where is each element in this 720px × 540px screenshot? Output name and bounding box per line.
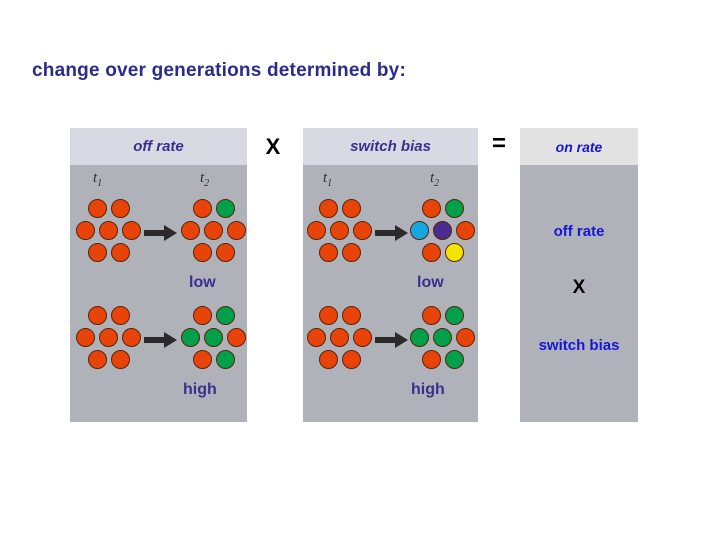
time-label-t1-p2-sub: 1: [327, 178, 333, 189]
cell-orange: [122, 328, 141, 347]
cell-orange: [353, 328, 372, 347]
cell-orange: [330, 221, 349, 240]
cell-orange: [88, 199, 107, 218]
arrow-right-icon-p2-high: [375, 332, 408, 348]
cell-orange: [319, 306, 338, 325]
cell-green: [433, 328, 452, 347]
cell-orange: [456, 328, 475, 347]
cell-orange: [76, 221, 95, 240]
cell-orange: [456, 221, 475, 240]
cell-orange: [193, 199, 212, 218]
panel-switch-bias-header-label: switch bias: [350, 138, 431, 155]
time-label-t1-p2-base: t: [323, 170, 328, 186]
cell-orange: [342, 199, 361, 218]
cell-green: [204, 328, 223, 347]
cell-orange: [319, 243, 338, 262]
cell-orange: [111, 243, 130, 262]
cell-orange: [193, 306, 212, 325]
cell-orange: [88, 350, 107, 369]
time-label-t2-p2-base: t: [430, 170, 435, 186]
cell-orange: [88, 306, 107, 325]
time-label-t2-p2: t2: [430, 170, 439, 189]
cell-orange: [342, 350, 361, 369]
cell-cluster-p1-low-after: [181, 199, 247, 265]
time-label-t2-p1: t2: [200, 170, 209, 189]
operator-equals: =: [491, 130, 506, 157]
cell-purple: [433, 221, 452, 240]
cell-green: [216, 350, 235, 369]
cell-orange: [227, 328, 246, 347]
cell-cluster-p1-high-after: [181, 306, 247, 372]
cell-orange: [99, 328, 118, 347]
time-label-t1-p1-sub: 1: [97, 178, 103, 189]
cell-orange: [330, 328, 349, 347]
caption-p2-high: high: [411, 381, 445, 398]
cell-orange: [204, 221, 223, 240]
panel-on-rate-header-label: on rate: [555, 138, 603, 155]
cell-cluster-p1-low-before: [76, 199, 142, 265]
cell-orange: [227, 221, 246, 240]
caption-p2-low: low: [417, 274, 444, 291]
cell-orange: [319, 350, 338, 369]
cell-green: [445, 199, 464, 218]
cell-green: [216, 199, 235, 218]
cell-orange: [76, 328, 95, 347]
panel-off-rate: off rate t1 t2 low high: [70, 128, 247, 422]
time-label-t1-p2: t1: [323, 170, 332, 189]
cell-orange: [122, 221, 141, 240]
cell-orange: [88, 243, 107, 262]
arrow-right-icon-p1-low: [144, 225, 177, 241]
time-label-t1-p1: t1: [93, 170, 102, 189]
cell-orange: [111, 199, 130, 218]
cell-cluster-p2-high-before: [307, 306, 373, 372]
cell-orange: [353, 221, 372, 240]
cell-yellow: [445, 243, 464, 262]
cell-orange: [342, 306, 361, 325]
cell-orange: [422, 199, 441, 218]
panel-off-rate-header-label: off rate: [133, 138, 184, 155]
cell-cyan: [410, 221, 429, 240]
cell-orange: [193, 243, 212, 262]
arrow-right-icon-p2-low: [375, 225, 408, 241]
cell-orange: [319, 199, 338, 218]
cell-orange: [422, 306, 441, 325]
cell-green: [181, 328, 200, 347]
cell-orange: [99, 221, 118, 240]
time-label-t2-p1-sub: 2: [204, 178, 210, 189]
operator-multiply: X: [265, 134, 281, 159]
time-label-t2-p1-base: t: [200, 170, 205, 186]
time-label-t1-p1-base: t: [93, 170, 98, 186]
cell-cluster-p2-low-after: [410, 199, 476, 265]
time-label-t2-p2-sub: 2: [434, 178, 440, 189]
result-operator-multiply: X: [572, 277, 586, 298]
cell-green: [216, 306, 235, 325]
panel-switch-bias-header: switch bias: [303, 128, 478, 165]
caption-p1-low: low: [189, 274, 216, 291]
cell-orange: [422, 243, 441, 262]
cell-green: [410, 328, 429, 347]
cell-orange: [193, 350, 212, 369]
cell-orange: [342, 243, 361, 262]
panel-on-rate-header: on rate: [520, 128, 638, 165]
cell-orange: [111, 306, 130, 325]
cell-cluster-p2-high-after: [410, 306, 476, 372]
result-term-switch-bias: switch bias: [538, 337, 620, 354]
arrow-right-icon-p1-high: [144, 332, 177, 348]
panel-on-rate: on rate off rate X switch bias: [520, 128, 638, 422]
cell-orange: [307, 221, 326, 240]
cell-cluster-p1-high-before: [76, 306, 142, 372]
caption-p1-high: high: [183, 381, 217, 398]
cell-orange: [216, 243, 235, 262]
cell-orange: [422, 350, 441, 369]
panel-switch-bias: switch bias t1 t2 low high: [303, 128, 478, 422]
panel-off-rate-header: off rate: [70, 128, 247, 165]
cell-green: [445, 306, 464, 325]
cell-orange: [307, 328, 326, 347]
cell-orange: [181, 221, 200, 240]
cell-orange: [111, 350, 130, 369]
result-term-off-rate: off rate: [553, 223, 605, 240]
page-title: change over generations determined by:: [32, 60, 406, 81]
cell-cluster-p2-low-before: [307, 199, 373, 265]
cell-green: [445, 350, 464, 369]
